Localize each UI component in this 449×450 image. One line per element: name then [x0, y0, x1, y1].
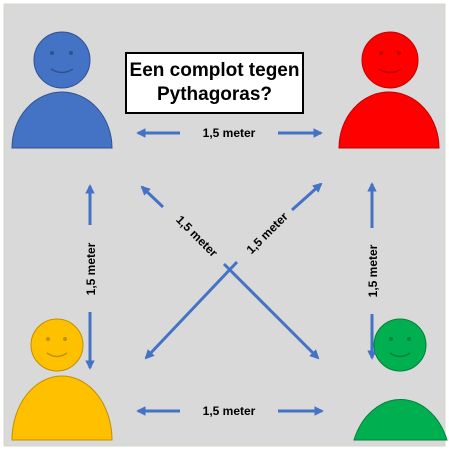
person-head [30, 318, 84, 372]
person-eye [63, 337, 67, 341]
title-line-2: Pythagoras? [156, 84, 273, 105]
label-top: 1,5 meter [203, 126, 256, 140]
person-eye [69, 51, 73, 55]
person-eye [379, 51, 383, 55]
person-smile [50, 68, 74, 74]
person-eye [46, 337, 50, 341]
person-eye [50, 51, 54, 55]
person-smile [46, 352, 68, 358]
person-top-left [11, 31, 113, 149]
arrow-segment [144, 260, 239, 360]
person-body [11, 375, 113, 441]
arrow-segment [222, 262, 320, 360]
person-body [338, 91, 440, 149]
person-bottom-left [11, 318, 113, 441]
person-eye [407, 337, 411, 341]
label-right: 1,5 meter [366, 244, 380, 297]
person-bottom-right [353, 318, 448, 441]
person-eye [397, 51, 401, 55]
person-smile [389, 352, 411, 358]
arrow-diagonal-down [140, 185, 320, 360]
person-head [33, 31, 91, 89]
person-body [11, 91, 113, 149]
arrow-diagonal-up [144, 182, 323, 360]
person-smile [378, 68, 402, 74]
title-box: Een complot tegen Pythagoras? [125, 52, 304, 114]
label-bottom: 1,5 meter [203, 404, 256, 418]
person-head [361, 31, 419, 89]
person-top-right [338, 31, 440, 149]
person-body [353, 399, 448, 441]
person-eye [389, 337, 393, 341]
label-left: 1,5 meter [84, 242, 98, 295]
arrow-segment [290, 182, 323, 212]
person-head [373, 318, 427, 372]
arrow-segment [140, 185, 165, 209]
title-line-1: Een complot tegen [129, 60, 300, 81]
